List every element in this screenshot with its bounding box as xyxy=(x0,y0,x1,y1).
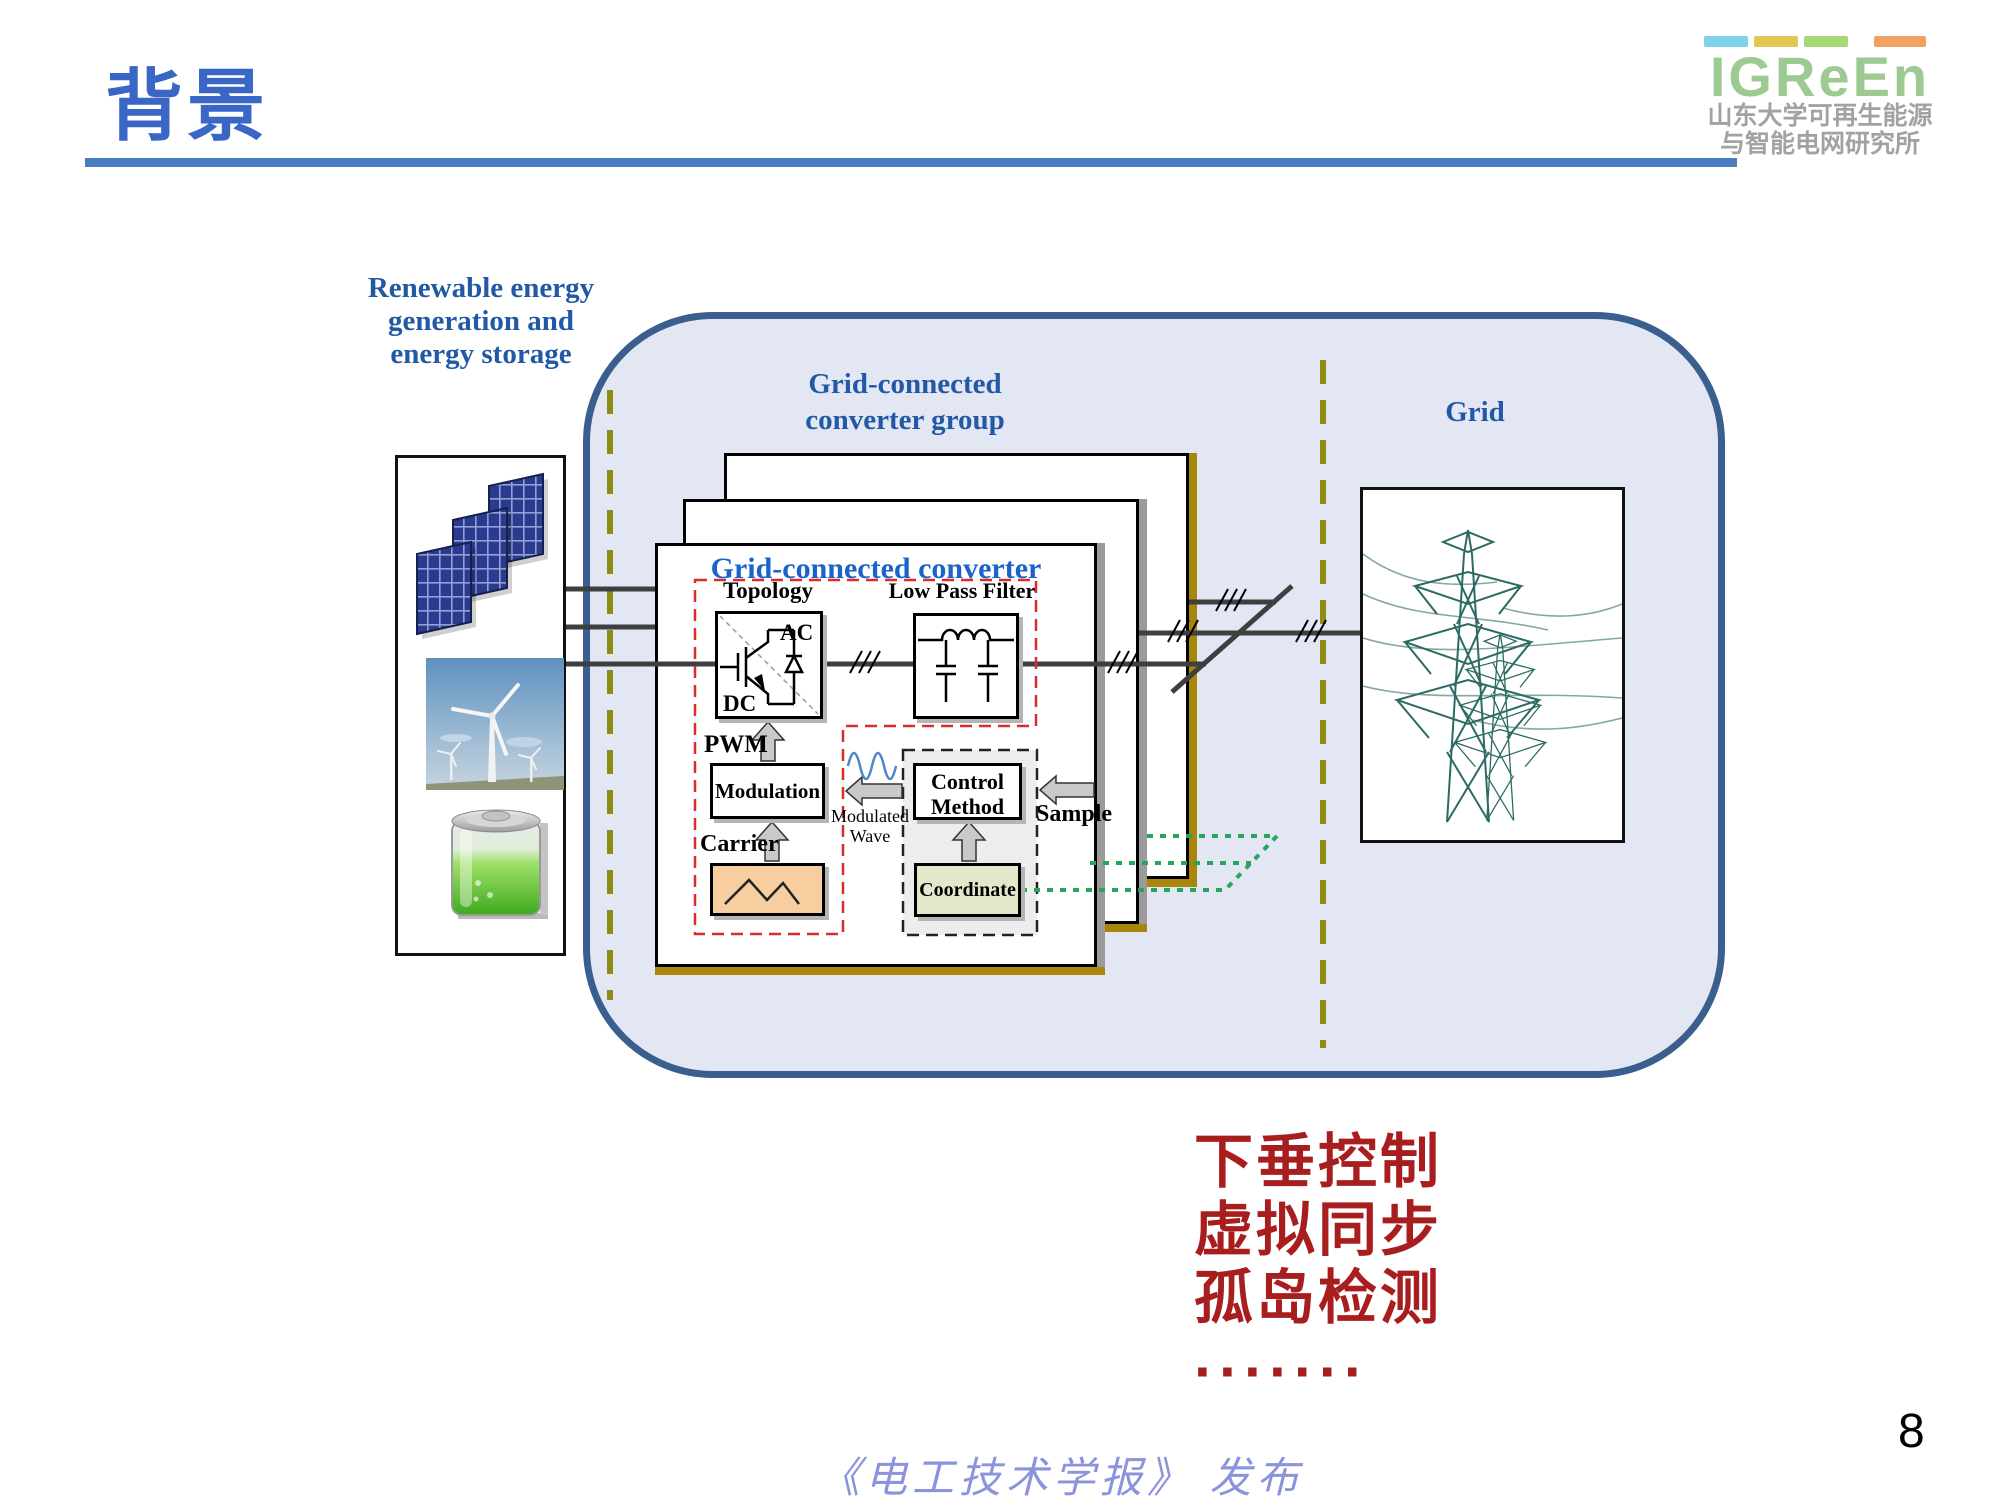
keyword-list: 下垂控制 虚拟同步 孤岛检测 ······· xyxy=(1194,1128,1442,1402)
logo-tab-green-icon xyxy=(1804,36,1848,47)
title-underline xyxy=(85,158,1737,167)
lattice-tower xyxy=(1393,529,1543,823)
solar-panels-image xyxy=(416,472,548,639)
pwm-label: PWM xyxy=(704,731,768,758)
modulated-wave-line1: Modulated xyxy=(831,806,909,826)
logo-tab-yellow-icon xyxy=(1754,36,1798,47)
group-label-line2: converter group xyxy=(805,404,1005,436)
low-pass-filter-label: Low Pass Filter xyxy=(888,578,1036,603)
logo-wordmark: IGReEn xyxy=(1709,45,1931,108)
page-title: 背景 xyxy=(105,62,270,150)
low-pass-filter-box xyxy=(913,613,1019,719)
page-number: 8 xyxy=(1898,1405,1925,1458)
keyword-islanding-detection: 孤岛检测 xyxy=(1194,1265,1443,1331)
carrier-wave-box xyxy=(710,863,825,916)
source-label-line1: Renewable energy xyxy=(367,272,595,304)
group-label-line1: Grid-connected xyxy=(808,368,1002,400)
dc-label: DC xyxy=(723,691,756,716)
keyword-virtual-sync: 虚拟同步 xyxy=(1194,1197,1443,1263)
wind-turbines-image xyxy=(426,658,564,790)
source-label-line3: energy storage xyxy=(390,338,572,370)
logo-tab-orange-icon xyxy=(1874,36,1926,47)
sample-label: Sample xyxy=(1036,801,1113,827)
battery-image xyxy=(451,809,548,919)
grid-image-box xyxy=(1360,487,1625,843)
journal-caption: 《电工技术学报》 发布 xyxy=(818,1456,1304,1501)
keyword-ellipsis: ······· xyxy=(1194,1338,1369,1405)
ac-label: AC xyxy=(780,620,813,645)
modulated-wave-line2: Wave xyxy=(849,826,891,846)
control-method-box: Control Method xyxy=(913,763,1022,820)
logo-org-line1: 山东大学可再生能源 xyxy=(1707,102,1933,130)
topology-label: Topology xyxy=(723,578,813,603)
control-method-line1: Control xyxy=(931,769,1004,794)
lc-filter-symbol xyxy=(918,628,1014,702)
power-wires xyxy=(1362,553,1623,730)
renewable-source-label: Renewable energy generation and energy s… xyxy=(351,272,611,371)
control-method-line2: Method xyxy=(930,794,1005,819)
modulated-wave-label: Modulated Wave xyxy=(828,806,912,846)
carrier-label: Carrier xyxy=(700,831,779,857)
transmission-towers-image xyxy=(1362,529,1623,823)
topology-box: AC DC xyxy=(715,611,823,719)
triangle-wave-icon xyxy=(724,878,800,905)
igbt-symbol: AC DC xyxy=(719,615,819,716)
grid-label: Grid xyxy=(1445,396,1505,428)
keyword-droop-control: 下垂控制 xyxy=(1194,1129,1443,1195)
institute-logo: IGReEn 山东大学可再生能源 与智能电网研究所 xyxy=(1698,36,1942,158)
logo-tab-blue-icon xyxy=(1704,36,1748,47)
modulation-box: Modulation xyxy=(710,763,825,819)
logo-org-line2: 与智能电网研究所 xyxy=(1719,130,1920,158)
renewable-image-box xyxy=(395,455,566,956)
converter-group-label: Grid-connected converter group xyxy=(770,366,1040,438)
source-label-line2: generation and xyxy=(387,305,575,337)
coordinate-box: Coordinate xyxy=(914,863,1021,917)
